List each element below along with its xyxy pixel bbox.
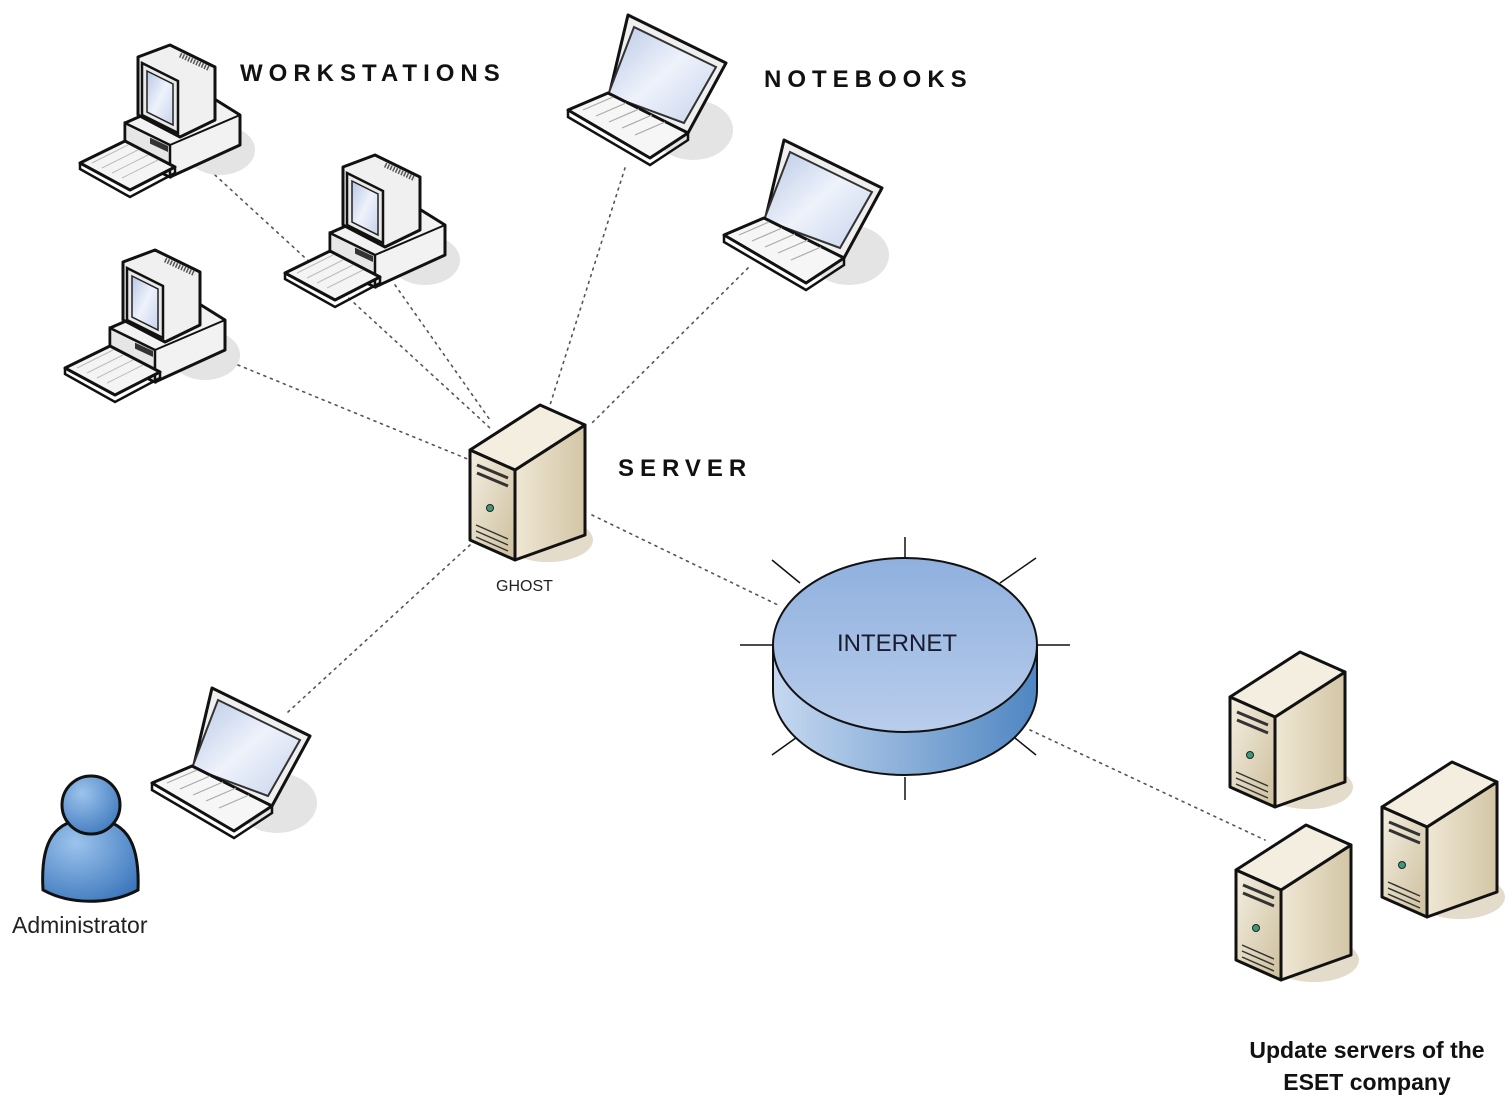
connections (214, 167, 1266, 841)
server-ghost-icon (468, 403, 595, 564)
workstation-icon (285, 155, 460, 307)
update-servers-label: Update servers of the ESET company (1228, 1034, 1506, 1098)
link-notebook-2 (589, 267, 749, 426)
notebook-icon (566, 13, 735, 167)
workstations-label: WORKSTATIONS (240, 60, 506, 87)
admin-laptop-icon (150, 686, 319, 840)
link-internet-update (1029, 729, 1266, 841)
internet-cloud-icon (740, 537, 1070, 800)
link-workstation-3 (237, 364, 471, 461)
notebook-icon (722, 138, 891, 292)
link-notebook-1 (549, 167, 626, 406)
link-workstation-2 (394, 284, 491, 421)
update-server-icon (1228, 650, 1355, 811)
update-server-icon (1380, 760, 1507, 921)
link-admin-laptop (287, 544, 471, 713)
workstation-icon (65, 250, 240, 402)
workstation-icon (80, 45, 255, 197)
server-label: SERVER (618, 455, 753, 482)
update-servers-line-1: Update servers of the (1249, 1037, 1485, 1063)
update-server-icon (1234, 823, 1361, 984)
internet-label: INTERNET (837, 630, 957, 657)
notebooks-label: NOTEBOOKS (764, 66, 973, 93)
link-workstation-1 (214, 174, 491, 429)
administrator-person-icon (41, 774, 140, 903)
link-server-internet (591, 514, 779, 606)
administrator-label: Administrator (12, 912, 148, 938)
update-servers-line-2: ESET company (1283, 1069, 1451, 1095)
server-name-label: GHOST (496, 578, 553, 595)
